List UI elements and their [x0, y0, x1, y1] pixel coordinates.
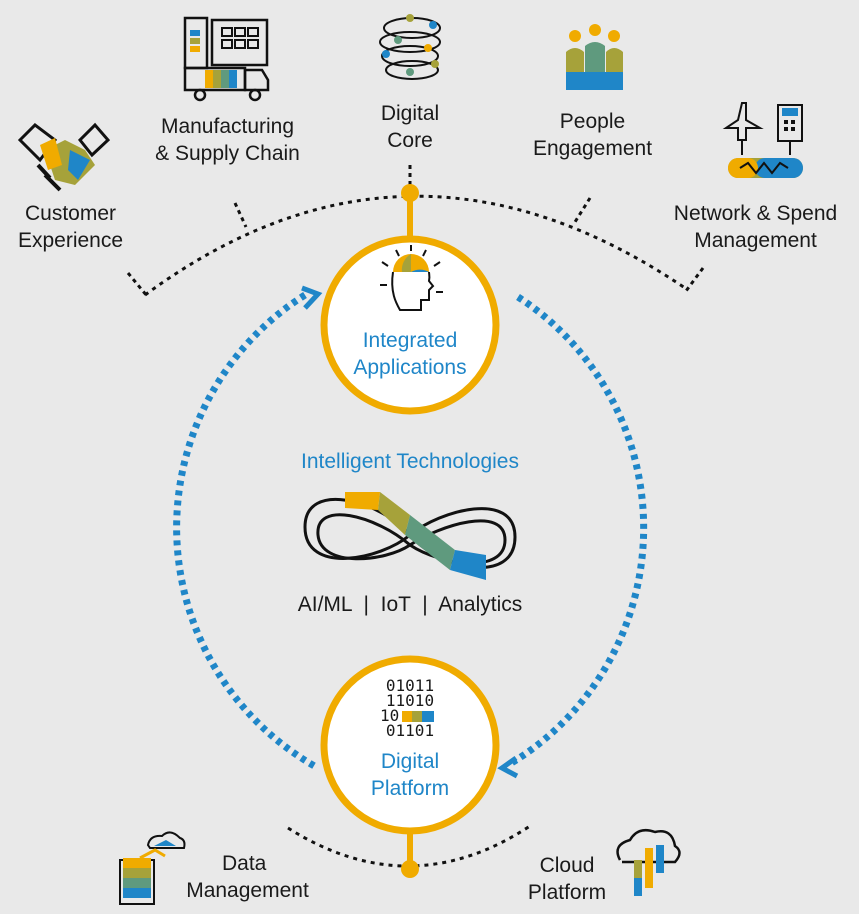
label-manufacturing: Manufacturing & Supply Chain	[140, 113, 315, 167]
binary-digits: 01011 11010 10 01101	[360, 676, 460, 740]
people-engagement-line1: People	[559, 110, 626, 133]
cloud-platform-line2: Platform	[527, 881, 607, 904]
data-management-line1: Data	[222, 852, 267, 875]
left-arrowhead	[301, 285, 323, 310]
label-cloud-platform: Cloud Platform	[512, 852, 622, 906]
people-engagement-line2: Engagement	[532, 137, 653, 160]
arc-tick-right	[684, 267, 705, 292]
manufacturing-line2: & Supply Chain	[155, 142, 300, 165]
binary-row: 01011	[385, 676, 435, 695]
intelligent-technologies-subtitle: AI/ML | IoT | Analytics	[297, 593, 523, 616]
network-spend-icon	[722, 102, 803, 178]
binary-row: 10	[380, 706, 400, 725]
handshake-icon	[17, 122, 111, 192]
network-spend-line2: Management	[694, 229, 817, 252]
label-data-management: Data Management	[170, 850, 325, 904]
head-brain-icon	[380, 245, 443, 311]
arc-tick-left	[126, 272, 149, 297]
customer-experience-line1: Customer	[24, 202, 117, 225]
integrated-applications-line2: Applications	[353, 356, 467, 379]
label-network-spend: Network & Spend Management	[658, 200, 853, 254]
people-icon	[566, 24, 623, 90]
data-management-line2: Management	[186, 879, 309, 902]
cloud-platform-line1: Cloud	[539, 854, 595, 877]
globe-orbit-icon	[379, 14, 441, 80]
right-arrowhead	[497, 755, 519, 779]
label-integrated-applications: Integrated Applications	[330, 327, 490, 381]
label-digital-platform: Digital Platform	[340, 748, 480, 802]
label-digital-core: Digital Core	[360, 100, 460, 154]
label-customer-experience: Customer Experience	[8, 200, 133, 254]
right-cycle-arrow	[506, 294, 648, 769]
digital-core-line1: Digital	[380, 102, 440, 125]
top-connector-dot	[401, 184, 419, 202]
intelligent-technologies-title: Intelligent Technologies	[301, 450, 519, 473]
binary-code-icon	[402, 711, 434, 722]
digital-core-line2: Core	[387, 129, 433, 152]
data-management-icon	[119, 831, 186, 905]
integrated-applications-circle	[320, 235, 500, 415]
integrated-applications-line1: Integrated	[362, 329, 458, 352]
customer-experience-line2: Experience	[17, 229, 124, 252]
factory-truck-icon	[183, 16, 270, 102]
digital-platform-line2: Platform	[370, 777, 450, 800]
binary-row: 11010	[385, 691, 435, 710]
network-spend-line1: Network & Spend	[673, 202, 838, 225]
label-people-engagement: People Engagement	[515, 108, 670, 162]
manufacturing-line1: Manufacturing	[160, 115, 295, 138]
digital-platform-circle	[320, 655, 500, 835]
cloud-platform-icon	[616, 829, 681, 896]
binary-row: 01101	[385, 721, 435, 740]
infinity-icon	[303, 492, 517, 580]
arc-tick-people	[573, 197, 592, 223]
arc-tick-manufacturing	[233, 202, 248, 228]
digital-platform-line1: Digital	[380, 750, 440, 773]
bottom-connector-dot	[401, 860, 419, 878]
left-cycle-arrow	[173, 292, 320, 772]
